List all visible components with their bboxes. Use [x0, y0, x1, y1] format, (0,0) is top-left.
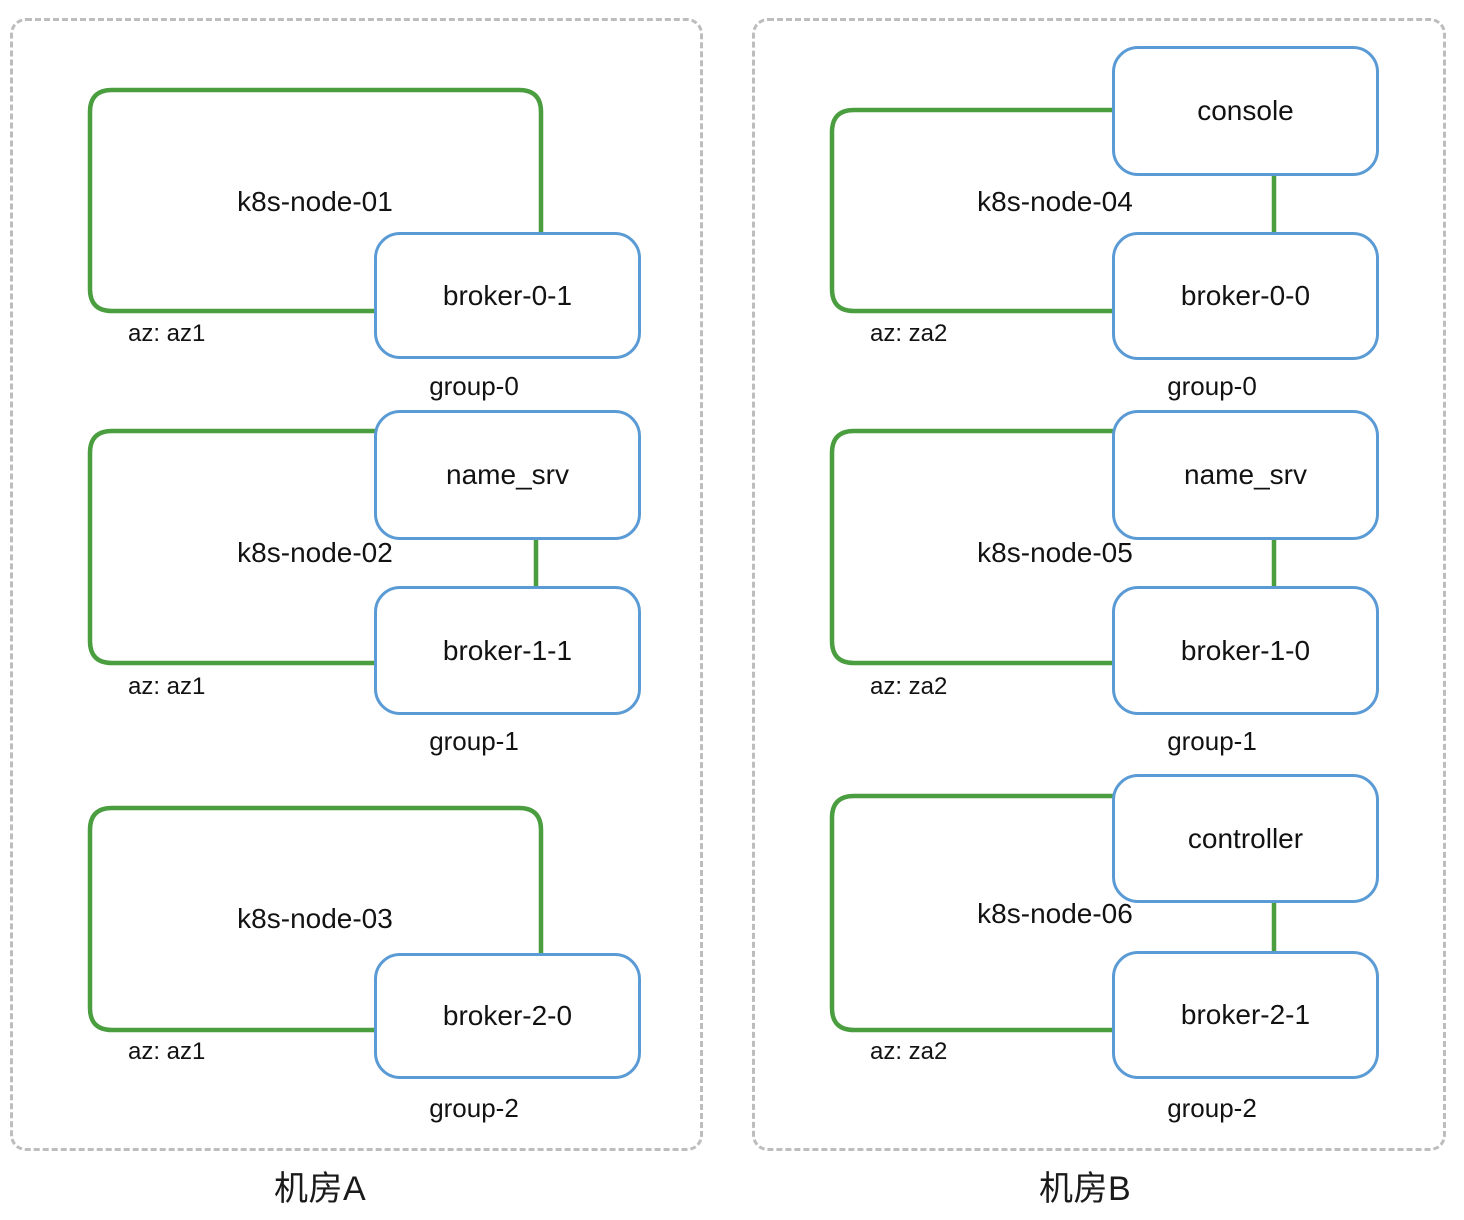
- pod-controller[interactable]: controller: [1112, 774, 1379, 903]
- node-label-k8s-node-05: k8s-node-05: [977, 537, 1133, 568]
- pod-label: broker-1-0: [1180, 634, 1311, 666]
- node-label-k8s-node-02: k8s-node-02: [237, 537, 393, 568]
- group-label-group-1-b: group-1: [1167, 726, 1257, 756]
- pod-label: console: [1197, 95, 1294, 126]
- datacenter-b-container: [752, 18, 1446, 1151]
- pod-broker-0-1[interactable]: broker-0-1: [374, 232, 641, 359]
- az-label-k8s-node-06: az: za2: [870, 1038, 948, 1065]
- group-label-group-0-b: group-0: [1167, 371, 1257, 401]
- node-label-k8s-node-06: k8s-node-06: [977, 898, 1133, 929]
- pod-label: broker-2-1: [1180, 999, 1311, 1030]
- pod-console[interactable]: console: [1112, 46, 1379, 176]
- pod-name-srv-b[interactable]: name_srv: [1112, 410, 1379, 540]
- pod-label: broker-2-0: [442, 1000, 573, 1031]
- az-label-k8s-node-02: az: az1: [128, 673, 206, 700]
- datacenter-b-caption: 机房B: [1039, 1170, 1132, 1208]
- pod-label: name_srv: [446, 459, 569, 490]
- datacenter-a-container: [10, 18, 703, 1151]
- group-label-group-2-a: group-2: [429, 1093, 519, 1123]
- group-label-group-2-b: group-2: [1167, 1093, 1257, 1123]
- datacenter-a-caption: 机房A: [274, 1170, 367, 1208]
- pod-broker-0-0[interactable]: broker-0-0: [1112, 232, 1379, 360]
- node-label-k8s-node-03: k8s-node-03: [237, 903, 393, 934]
- pod-broker-1-1[interactable]: broker-1-1: [374, 586, 641, 715]
- group-label-group-0-a: group-0: [429, 371, 519, 401]
- az-label-k8s-node-03: az: az1: [128, 1038, 206, 1065]
- pod-broker-2-1[interactable]: broker-2-1: [1112, 951, 1379, 1079]
- pod-label: broker-0-1: [442, 279, 573, 311]
- node-label-k8s-node-04: k8s-node-04: [977, 186, 1133, 217]
- az-label-k8s-node-05: az: za2: [870, 673, 948, 700]
- group-label-group-1-a: group-1: [429, 726, 519, 756]
- az-label-k8s-node-01: az: az1: [128, 320, 206, 347]
- az-label-k8s-node-04: az: za2: [870, 320, 948, 347]
- pod-label: broker-0-0: [1180, 280, 1311, 311]
- pod-name-srv-a[interactable]: name_srv: [374, 410, 641, 540]
- pod-label: broker-1-1: [442, 634, 573, 666]
- pod-label: name_srv: [1184, 459, 1307, 490]
- pod-broker-1-0[interactable]: broker-1-0: [1112, 586, 1379, 715]
- node-label-k8s-node-01: k8s-node-01: [237, 186, 393, 217]
- pod-broker-2-0[interactable]: broker-2-0: [374, 953, 641, 1079]
- pod-label: controller: [1187, 822, 1304, 854]
